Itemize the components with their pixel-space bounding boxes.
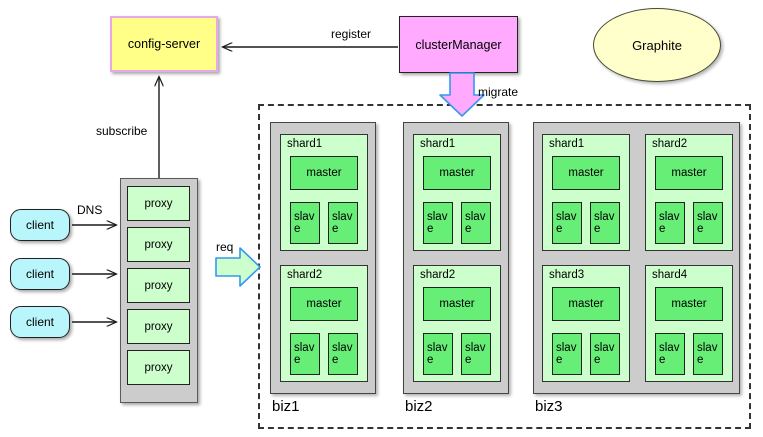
slave-biz3-shard2-2[interactable]: slave	[693, 202, 723, 244]
client-label: client	[25, 267, 54, 281]
slave-biz1-shard2-1[interactable]: slave	[290, 333, 320, 375]
slave-label: slave	[294, 341, 315, 366]
slave-biz3-shard4-2[interactable]: slave	[693, 333, 723, 375]
biz-label-biz3: biz3	[535, 398, 563, 415]
master-biz1-shard2[interactable]: master	[290, 287, 358, 321]
slave-label: slave	[294, 210, 315, 235]
biz-label-biz2: biz2	[405, 398, 433, 415]
slave-label: slave	[556, 341, 577, 366]
master-label: master	[671, 167, 707, 179]
client-label: client	[25, 218, 54, 232]
slave-label: slave	[332, 210, 353, 235]
master-label: master	[568, 298, 604, 310]
client-node-2[interactable]: client	[10, 258, 70, 290]
proxy-label: proxy	[144, 361, 173, 374]
slave-label: slave	[594, 341, 615, 366]
edge-label-dns: DNS	[77, 203, 103, 217]
slave-label: slave	[427, 341, 448, 366]
slave-biz2-shard1-1[interactable]: slave	[423, 202, 453, 244]
master-biz2-shard1[interactable]: master	[423, 156, 491, 190]
client-node-3[interactable]: client	[10, 306, 70, 338]
proxy-label: proxy	[144, 238, 173, 251]
cluster-manager-label: clusterManager	[415, 37, 502, 52]
graphite-node[interactable]: Graphite	[593, 8, 721, 82]
slave-biz3-shard4-1[interactable]: slave	[655, 333, 685, 375]
slave-label: slave	[594, 210, 615, 235]
master-label: master	[671, 298, 707, 310]
proxy-label: proxy	[144, 197, 173, 210]
master-biz3-shard2[interactable]: master	[655, 156, 723, 190]
cluster-manager-node[interactable]: clusterManager	[399, 16, 518, 73]
master-biz1-shard1[interactable]: master	[290, 156, 358, 190]
master-label: master	[306, 167, 342, 179]
slave-biz1-shard1-2[interactable]: slave	[328, 202, 358, 244]
slave-biz3-shard1-2[interactable]: slave	[590, 202, 620, 244]
slave-label: slave	[556, 210, 577, 235]
proxy-node-3[interactable]: proxy	[127, 268, 190, 303]
master-label: master	[306, 298, 342, 310]
proxy-node-1[interactable]: proxy	[127, 186, 190, 221]
slave-biz3-shard1-1[interactable]: slave	[552, 202, 582, 244]
shard-title: shard4	[652, 269, 688, 281]
slave-label: slave	[659, 341, 680, 366]
slave-label: slave	[427, 210, 448, 235]
slave-label: slave	[465, 341, 486, 366]
slave-biz2-shard1-2[interactable]: slave	[461, 202, 491, 244]
slave-label: slave	[697, 341, 718, 366]
shard-title: shard2	[652, 138, 688, 150]
slave-biz1-shard1-1[interactable]: slave	[290, 202, 320, 244]
config-server-label: config-server	[127, 37, 201, 51]
proxy-node-2[interactable]: proxy	[127, 227, 190, 262]
shard-title: shard1	[287, 138, 323, 150]
proxy-node-4[interactable]: proxy	[127, 309, 190, 344]
slave-label: slave	[465, 210, 486, 235]
proxy-label: proxy	[144, 279, 173, 292]
config-server-node[interactable]: config-server	[110, 16, 218, 72]
client-label: client	[25, 315, 54, 329]
master-label: master	[439, 167, 475, 179]
edge-label-migrate: migrate	[478, 85, 519, 99]
client-node-1[interactable]: client	[10, 209, 70, 241]
shard-title: shard2	[287, 269, 323, 281]
edge-label-register: register	[331, 27, 372, 41]
slave-biz2-shard2-2[interactable]: slave	[461, 333, 491, 375]
slave-label: slave	[697, 210, 718, 235]
slave-biz3-shard2-1[interactable]: slave	[655, 202, 685, 244]
master-biz3-shard1[interactable]: master	[552, 156, 620, 190]
shard-title: shard1	[549, 138, 585, 150]
slave-biz2-shard2-1[interactable]: slave	[423, 333, 453, 375]
slave-biz1-shard2-2[interactable]: slave	[328, 333, 358, 375]
slave-label: slave	[659, 210, 680, 235]
slave-biz3-shard3-1[interactable]: slave	[552, 333, 582, 375]
proxy-label: proxy	[144, 320, 173, 333]
slave-biz3-shard3-2[interactable]: slave	[590, 333, 620, 375]
biz-label-biz1: biz1	[272, 398, 300, 415]
shard-title: shard3	[549, 269, 585, 281]
slave-label: slave	[332, 341, 353, 366]
shard-title: shard2	[420, 269, 456, 281]
master-biz3-shard4[interactable]: master	[655, 287, 723, 321]
master-label: master	[568, 167, 604, 179]
master-label: master	[439, 298, 475, 310]
shard-title: shard1	[420, 138, 456, 150]
edge-label-subscribe: subscribe	[96, 124, 148, 138]
master-biz3-shard3[interactable]: master	[552, 287, 620, 321]
graphite-label: Graphite	[632, 37, 682, 53]
edge-label-req: req	[216, 240, 234, 254]
proxy-node-5[interactable]: proxy	[127, 350, 190, 385]
master-biz2-shard2[interactable]: master	[423, 287, 491, 321]
